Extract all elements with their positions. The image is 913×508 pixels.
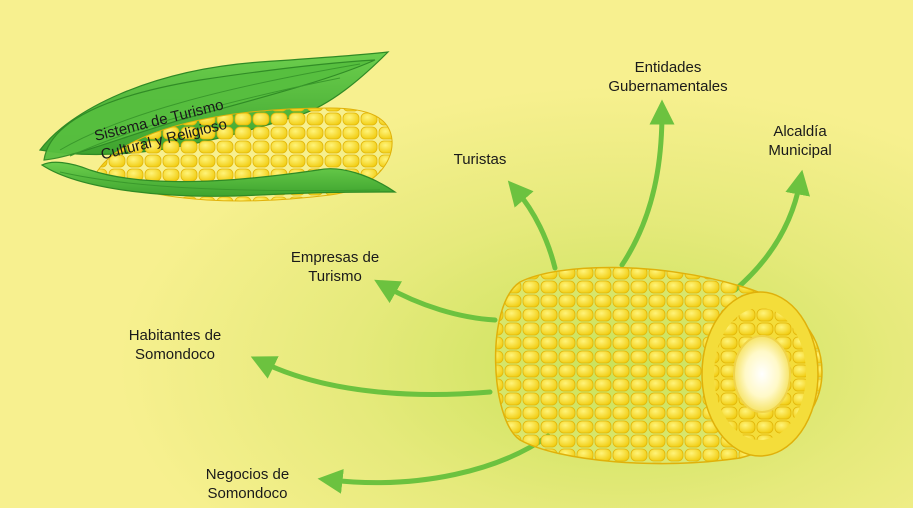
label-negocios-line1: Negocios de <box>205 466 290 483</box>
label-habitantes-line2: Somondoco <box>134 346 216 363</box>
label-empresas-line2: Turismo <box>308 268 362 285</box>
label-turistas-line1: Turistas <box>453 151 507 168</box>
label-entidades-line2: Gubernamentales <box>608 78 728 95</box>
label-alcaldia-line1: Alcaldía <box>773 123 827 140</box>
label-entidades-line1: Entidades <box>634 59 702 76</box>
label-negocios-line2: Somondoco <box>207 485 288 502</box>
arrow-negocios <box>317 433 551 494</box>
label-entidades: Entidades Gubernamentales <box>593 58 743 96</box>
husk-leaf-top <box>43 59 376 161</box>
corn-cob-illustration <box>494 266 823 465</box>
label-empresas-line1: Empresas de <box>290 249 380 266</box>
label-habitantes-line1: Habitantes de <box>128 327 222 344</box>
arrow-empresas <box>374 279 498 323</box>
label-habitantes: Habitantes de Somondoco <box>110 326 240 364</box>
label-turistas: Turistas <box>430 150 530 169</box>
arrow-alcaldia <box>732 169 810 293</box>
arrows <box>250 99 810 494</box>
arrow-habitantes <box>250 356 493 397</box>
corn-husk-illustration <box>38 51 397 202</box>
label-alcaldia-line2: Municipal <box>768 142 832 159</box>
cob-core <box>733 335 791 413</box>
husk-front <box>40 161 397 197</box>
arrow-turistas <box>507 180 558 271</box>
arrow-entidades <box>619 99 675 268</box>
label-alcaldia: Alcaldía Municipal <box>745 122 855 160</box>
label-empresas: Empresas de Turismo <box>275 248 395 286</box>
label-negocios: Negocios de Somondoco <box>185 465 310 503</box>
